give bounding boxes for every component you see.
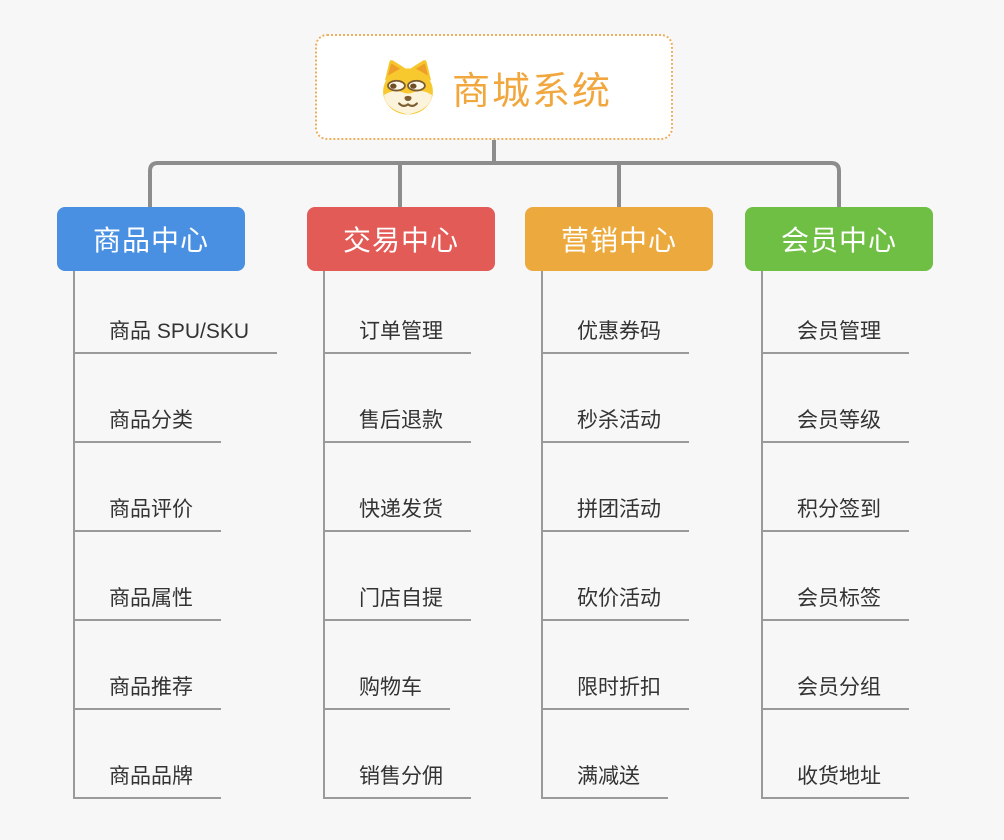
leaf-label[interactable]: 售后退款 bbox=[325, 404, 471, 443]
leaf-item: 购物车 bbox=[325, 621, 471, 710]
leaf-label[interactable]: 购物车 bbox=[325, 671, 450, 710]
leaf-label[interactable]: 商品 SPU/SKU bbox=[75, 315, 278, 354]
leaf-label[interactable]: 满减送 bbox=[543, 760, 668, 799]
leaf-item: 优惠券码 bbox=[543, 271, 689, 354]
leaf-item: 商品 SPU/SKU bbox=[75, 271, 278, 354]
leaf-label[interactable]: 会员分组 bbox=[763, 671, 909, 710]
branch-leaves: 会员管理 会员等级 积分签到 会员标签 会员分组 收货地址 bbox=[761, 271, 909, 799]
branch-trade-center: 交易中心 订单管理 售后退款 快递发货 门店自提 购物车 销售分佣 bbox=[307, 207, 557, 799]
leaf-item: 砍价活动 bbox=[543, 532, 689, 621]
leaf-label[interactable]: 商品分类 bbox=[75, 404, 221, 443]
leaf-item: 会员管理 bbox=[763, 271, 909, 354]
leaf-label[interactable]: 积分签到 bbox=[763, 493, 909, 532]
leaf-item: 收货地址 bbox=[763, 710, 909, 799]
branch-leaves: 订单管理 售后退款 快递发货 门店自提 购物车 销售分佣 bbox=[323, 271, 471, 799]
leaf-item: 会员等级 bbox=[763, 354, 909, 443]
leaf-item: 积分签到 bbox=[763, 443, 909, 532]
leaf-label[interactable]: 会员管理 bbox=[763, 315, 909, 354]
leaf-item: 快递发货 bbox=[325, 443, 471, 532]
leaf-label[interactable]: 拼团活动 bbox=[543, 493, 689, 532]
leaf-label[interactable]: 商品推荐 bbox=[75, 671, 221, 710]
branch-node-member-center[interactable]: 会员中心 bbox=[745, 207, 933, 271]
leaf-label[interactable]: 快递发货 bbox=[325, 493, 471, 532]
leaf-label[interactable]: 收货地址 bbox=[763, 760, 909, 799]
branch-node-marketing-center[interactable]: 营销中心 bbox=[525, 207, 713, 271]
leaf-item: 限时折扣 bbox=[543, 621, 689, 710]
leaf-item: 商品评价 bbox=[75, 443, 277, 532]
leaf-label[interactable]: 商品品牌 bbox=[75, 760, 221, 799]
leaf-item: 拼团活动 bbox=[543, 443, 689, 532]
leaf-label[interactable]: 订单管理 bbox=[325, 315, 471, 354]
leaf-item: 售后退款 bbox=[325, 354, 471, 443]
leaf-label[interactable]: 优惠券码 bbox=[543, 315, 689, 354]
leaf-label[interactable]: 砍价活动 bbox=[543, 582, 689, 621]
branch-marketing-center: 营销中心 优惠券码 秒杀活动 拼团活动 砍价活动 限时折扣 满减送 bbox=[525, 207, 775, 799]
leaf-label[interactable]: 限时折扣 bbox=[543, 671, 689, 710]
leaf-item: 门店自提 bbox=[325, 532, 471, 621]
leaf-label[interactable]: 会员等级 bbox=[763, 404, 909, 443]
leaf-item: 商品分类 bbox=[75, 354, 277, 443]
branch-node-product-center[interactable]: 商品中心 bbox=[57, 207, 245, 271]
leaf-label[interactable]: 秒杀活动 bbox=[543, 404, 689, 443]
branch-product-center: 商品中心 商品 SPU/SKU 商品分类 商品评价 商品属性 商品推荐 商品品牌 bbox=[57, 207, 307, 799]
leaf-item: 销售分佣 bbox=[325, 710, 471, 799]
root-node[interactable]: 商城系统 bbox=[315, 34, 673, 140]
doge-icon bbox=[383, 60, 433, 115]
branch-leaves: 优惠券码 秒杀活动 拼团活动 砍价活动 限时折扣 满减送 bbox=[541, 271, 689, 799]
branch-node-trade-center[interactable]: 交易中心 bbox=[307, 207, 495, 271]
leaf-item: 商品属性 bbox=[75, 532, 277, 621]
branch-member-center: 会员中心 会员管理 会员等级 积分签到 会员标签 会员分组 收货地址 bbox=[745, 207, 995, 799]
leaf-item: 会员标签 bbox=[763, 532, 909, 621]
leaf-label[interactable]: 会员标签 bbox=[763, 582, 909, 621]
leaf-item: 满减送 bbox=[543, 710, 689, 799]
root-title: 商城系统 bbox=[451, 70, 612, 113]
leaf-item: 订单管理 bbox=[325, 271, 471, 354]
branch-leaves: 商品 SPU/SKU 商品分类 商品评价 商品属性 商品推荐 商品品牌 bbox=[73, 271, 278, 799]
leaf-item: 秒杀活动 bbox=[543, 354, 689, 443]
leaf-label[interactable]: 门店自提 bbox=[325, 582, 471, 621]
leaf-label[interactable]: 商品属性 bbox=[75, 582, 221, 621]
leaf-item: 会员分组 bbox=[763, 621, 909, 710]
leaf-item: 商品品牌 bbox=[75, 710, 277, 799]
leaf-label[interactable]: 销售分佣 bbox=[325, 760, 471, 799]
leaf-item: 商品推荐 bbox=[75, 621, 277, 710]
leaf-label[interactable]: 商品评价 bbox=[75, 493, 221, 532]
